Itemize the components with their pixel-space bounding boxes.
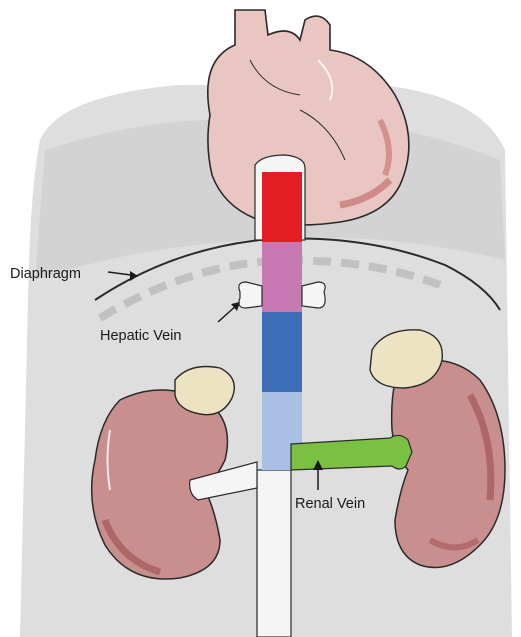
diaphragm-label: Diaphragm xyxy=(10,266,81,282)
left-adrenal-gland xyxy=(175,367,234,415)
hepatic-vein-label: Hepatic Vein xyxy=(100,328,181,344)
ivc-segment-red xyxy=(262,172,302,242)
ivc-lower xyxy=(257,470,291,637)
heart xyxy=(208,10,409,225)
renal-vein-label: Renal Vein xyxy=(295,496,365,512)
ivc-segment-pink xyxy=(262,242,302,312)
ivc-segment-blue xyxy=(262,312,302,392)
